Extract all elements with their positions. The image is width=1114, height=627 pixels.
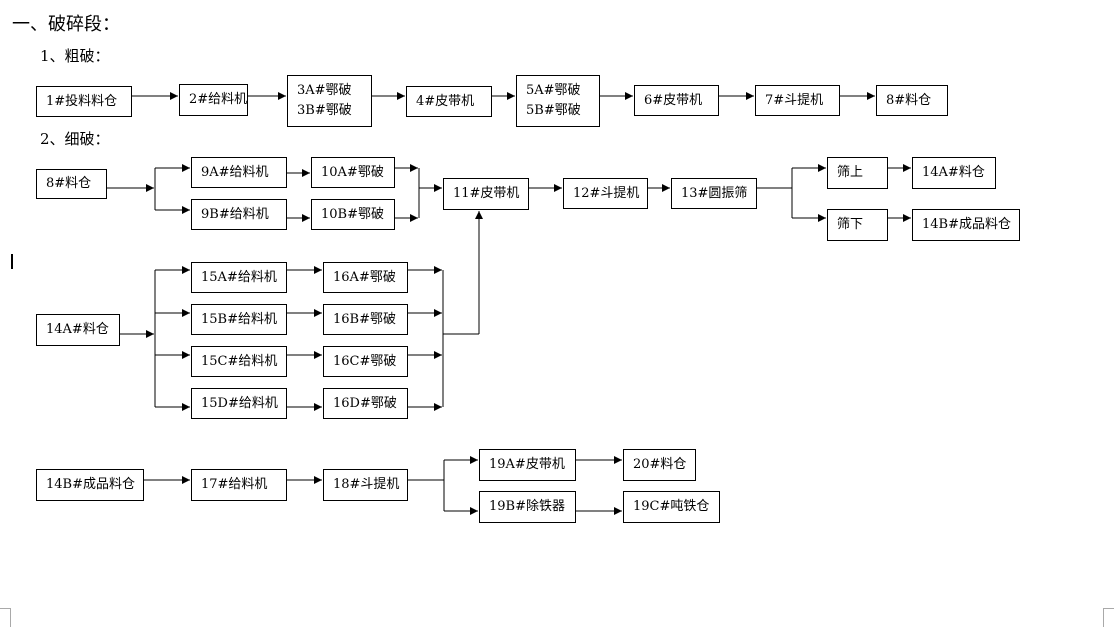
node-3a-label: 3A#鄂破 (297, 83, 352, 98)
node-15c-feeder: 15C#给料机 (191, 346, 287, 377)
node-screen-oversize: 筛上 (827, 157, 888, 189)
node-5-jaw-crushers: 5A#鄂破 5B#鄂破 (516, 75, 600, 127)
node-3b-label: 3B#鄂破 (297, 103, 352, 118)
node-9b-feeder: 9B#给料机 (191, 199, 287, 230)
node-16d-jaw-crusher: 16D#鄂破 (323, 388, 408, 419)
node-11-belt-conveyor: 11#皮带机 (443, 178, 529, 210)
node-3-jaw-crushers: 3A#鄂破 3B#鄂破 (287, 75, 372, 127)
node-5b-label: 5B#鄂破 (526, 103, 581, 118)
page-corner-mark-left (0, 608, 11, 627)
node-screen-undersize: 筛下 (827, 209, 888, 241)
node-19b-iron-remover: 19B#除铁器 (479, 491, 576, 523)
node-14b-product-bin-output: 14B#成品料仓 (912, 209, 1020, 241)
node-15d-feeder: 15D#给料机 (191, 388, 287, 419)
node-16a-jaw-crusher: 16A#鄂破 (323, 262, 408, 293)
node-19a-belt-conveyor: 19A#皮带机 (479, 449, 576, 481)
node-14b-product-bin: 14B#成品料仓 (36, 469, 144, 501)
node-7-bucket-elevator: 7#斗提机 (755, 85, 840, 116)
node-12-bucket-elevator: 12#斗提机 (563, 178, 648, 209)
node-9a-feeder: 9A#给料机 (191, 157, 287, 188)
node-14a-bin-output: 14A#料仓 (912, 157, 996, 189)
node-19c-iron-bin: 19C#吨铁仓 (623, 491, 720, 523)
node-18-bucket-elevator: 18#斗提机 (323, 469, 408, 501)
node-8-bin-coarse: 8#料仓 (876, 85, 948, 116)
node-10b-jaw-crusher: 10B#鄂破 (311, 199, 395, 230)
fine-crushing-heading: 2、细破： (40, 130, 110, 148)
node-20-bin: 20#料仓 (623, 449, 696, 481)
node-4-belt-conveyor: 4#皮带机 (406, 86, 492, 117)
text-cursor (11, 254, 13, 269)
node-15b-feeder: 15B#给料机 (191, 304, 287, 335)
node-17-feeder: 17#给料机 (191, 469, 287, 501)
node-16c-jaw-crusher: 16C#鄂破 (323, 346, 408, 377)
node-5a-label: 5A#鄂破 (526, 83, 581, 98)
node-8-bin-fine: 8#料仓 (36, 169, 107, 199)
node-2-feeder: 2#给料机 (179, 84, 248, 116)
coarse-crushing-heading: 1、粗破： (40, 47, 110, 65)
node-15a-feeder: 15A#给料机 (191, 262, 287, 293)
node-16b-jaw-crusher: 16B#鄂破 (323, 304, 408, 335)
node-13-vibrating-screen: 13#圆振筛 (671, 178, 757, 209)
section-title: 一、破碎段： (12, 14, 120, 35)
node-10a-jaw-crusher: 10A#鄂破 (311, 157, 395, 188)
node-6-belt-conveyor: 6#皮带机 (634, 85, 719, 116)
page-corner-mark-right (1103, 608, 1114, 627)
node-14a-bin: 14A#料仓 (36, 314, 120, 346)
node-1-feed-bin: 1#投料料仓 (36, 86, 132, 117)
